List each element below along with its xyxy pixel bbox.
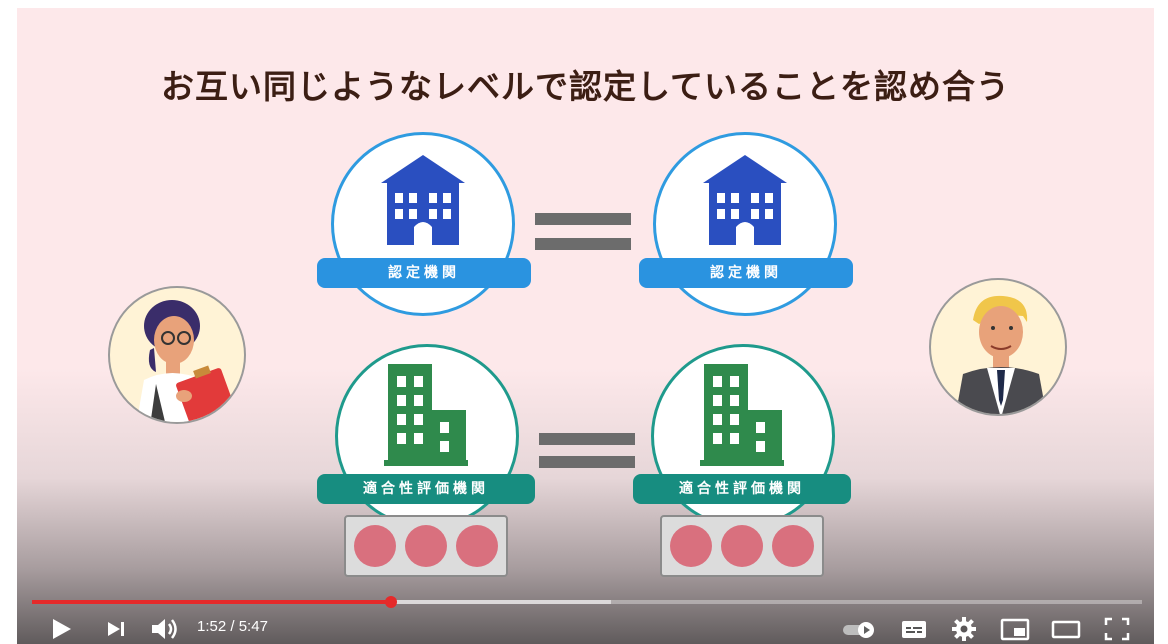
play-icon[interactable] [49, 614, 75, 644]
duration: 5:47 [238, 618, 268, 635]
right-conformity-body-label: 適合性評価機関 [633, 474, 851, 504]
pink-dot [405, 525, 447, 567]
volume-icon[interactable] [149, 614, 181, 644]
government-building-icon [703, 155, 787, 245]
slide-title: お互い同じようなレベルで認定していることを認め合う [160, 67, 1010, 106]
pink-dot [721, 525, 763, 567]
left-conformity-body-label: 適合性評価機関 [317, 474, 535, 504]
businessman-avatar [929, 278, 1067, 416]
subtitles-icon[interactable] [899, 614, 929, 644]
left-dot-panel [344, 515, 508, 577]
right-dot-panel [660, 515, 824, 577]
left-certification-body-label: 認定機関 [317, 258, 531, 288]
woman-inspector-avatar [108, 286, 246, 424]
government-building-icon [381, 155, 465, 245]
bottom-equals-sign-bar-1 [539, 433, 635, 445]
current-time: 1:52 [197, 618, 227, 635]
office-building-icon [700, 364, 784, 466]
gear-icon[interactable] [949, 614, 979, 644]
progress-played[interactable] [32, 600, 391, 604]
time-separator: / [226, 618, 239, 635]
fullscreen-icon[interactable] [1102, 614, 1132, 644]
pink-dot [456, 525, 498, 567]
video-frame[interactable]: お互い同じようなレベルで認定していることを認め合う 認定機関 認定機関 [17, 8, 1154, 644]
right-certification-body-label: 認定機関 [639, 258, 853, 288]
office-building-icon [384, 364, 468, 466]
theater-mode-icon[interactable] [1050, 614, 1082, 644]
time-display: 1:52 / 5:47 [197, 618, 268, 635]
pink-dot [670, 525, 712, 567]
bottom-equals-sign-bar-2 [539, 456, 635, 468]
miniplayer-icon[interactable] [999, 614, 1031, 644]
next-icon[interactable] [103, 614, 129, 644]
pink-dot [772, 525, 814, 567]
top-equals-sign-bar-2 [535, 238, 631, 250]
autoplay-toggle-icon[interactable] [840, 614, 880, 644]
pink-dot [354, 525, 396, 567]
progress-scrubber[interactable] [385, 596, 397, 608]
top-equals-sign-bar-1 [535, 213, 631, 225]
